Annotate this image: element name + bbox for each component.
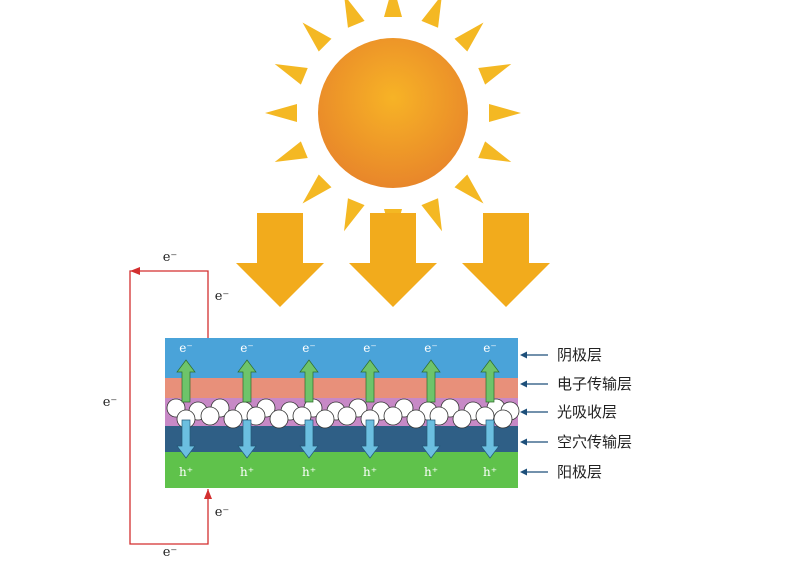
down-arrow-icon bbox=[299, 419, 319, 459]
down-arrow-icon bbox=[480, 419, 500, 459]
hole-label: h⁺ bbox=[424, 465, 438, 479]
down-arrow-icon bbox=[349, 213, 437, 307]
layer-band bbox=[165, 338, 518, 378]
sun-ray bbox=[454, 22, 484, 52]
external-circuit: e⁻ e⁻ e⁻ e⁻ e⁻ bbox=[103, 250, 230, 560]
layer-label: 阳极层 bbox=[557, 463, 602, 481]
sun-ray bbox=[421, 0, 442, 28]
left-arrow-icon bbox=[520, 351, 527, 359]
electron-label: e⁻ bbox=[424, 341, 437, 355]
down-arrow-icon bbox=[421, 419, 441, 459]
carrier-arrows: e⁻ h⁺ e⁻ h⁺ e⁻ h⁺ e⁻ h⁺ e⁻ h⁺ e⁻ h⁺ bbox=[176, 341, 500, 479]
sun-ray bbox=[454, 174, 484, 204]
absorber-particle bbox=[337, 406, 357, 426]
light-arrows bbox=[236, 213, 550, 307]
sun-ray bbox=[421, 198, 442, 232]
hole-label: h⁺ bbox=[302, 465, 316, 479]
electron-label: e⁻ bbox=[240, 341, 253, 355]
circuit-wire bbox=[129, 270, 209, 545]
electron-label: e⁻ bbox=[302, 341, 315, 355]
up-arrow-icon bbox=[237, 359, 257, 403]
sun-ray bbox=[478, 64, 512, 85]
down-arrow-icon bbox=[176, 419, 196, 459]
left-arrow-icon bbox=[520, 438, 527, 446]
layer-label: 空穴传输层 bbox=[557, 433, 632, 451]
electron-label: e⁻ bbox=[483, 341, 496, 355]
circuit-electron-label: e⁻ bbox=[163, 250, 178, 265]
left-arrow-icon bbox=[520, 408, 527, 416]
sun-ray bbox=[478, 141, 512, 162]
left-arrow-icon bbox=[520, 468, 527, 476]
left-arrow-icon bbox=[520, 380, 527, 388]
up-arrow-icon bbox=[421, 359, 441, 403]
absorber-particle bbox=[493, 409, 513, 429]
circuit-electron-label: e⁻ bbox=[215, 505, 230, 520]
down-arrow-icon bbox=[237, 419, 257, 459]
sun-icon bbox=[265, 0, 521, 241]
absorber-particle bbox=[246, 406, 266, 426]
layer-band bbox=[165, 452, 518, 488]
down-arrow-icon bbox=[360, 419, 380, 459]
sun-ray bbox=[344, 198, 365, 232]
up-arrow-icon bbox=[480, 359, 500, 403]
hole-label: h⁺ bbox=[179, 465, 193, 479]
absorber-particle bbox=[452, 409, 472, 429]
up-arrow-icon bbox=[204, 489, 212, 499]
up-arrow-icon bbox=[360, 359, 380, 403]
sun-ray bbox=[265, 104, 297, 122]
layer-label: 电子传输层 bbox=[557, 375, 632, 393]
down-arrow-icon bbox=[462, 213, 550, 307]
layer-band bbox=[165, 426, 518, 452]
sun-ray bbox=[274, 64, 308, 85]
circuit-electron-label: e⁻ bbox=[215, 289, 230, 304]
absorber-particle bbox=[223, 409, 243, 429]
sun-disk bbox=[318, 38, 468, 188]
up-arrow-icon bbox=[176, 359, 196, 403]
hole-label: h⁺ bbox=[240, 465, 254, 479]
electron-label: e⁻ bbox=[363, 341, 376, 355]
sun-ray bbox=[302, 22, 332, 52]
down-arrow-icon bbox=[236, 213, 324, 307]
absorber-particle bbox=[315, 409, 335, 429]
sun-ray bbox=[302, 174, 332, 204]
sun-ray bbox=[489, 104, 521, 122]
layer-label: 光吸收层 bbox=[557, 403, 617, 421]
layer-label: 阴极层 bbox=[557, 346, 602, 364]
absorber-particle bbox=[269, 409, 289, 429]
layer-band bbox=[165, 378, 518, 398]
hole-label: h⁺ bbox=[483, 465, 497, 479]
circuit-electron-label: e⁻ bbox=[163, 545, 178, 560]
absorber-particle bbox=[200, 406, 220, 426]
sun-ray bbox=[384, 0, 402, 17]
up-arrow-icon bbox=[299, 359, 319, 403]
absorber-particle bbox=[383, 406, 403, 426]
sun-ray bbox=[274, 141, 308, 162]
circuit-electron-label: e⁻ bbox=[103, 395, 118, 410]
electron-label: e⁻ bbox=[179, 341, 192, 355]
hole-label: h⁺ bbox=[363, 465, 377, 479]
left-arrow-icon bbox=[130, 267, 140, 275]
absorber-particle bbox=[406, 409, 426, 429]
sun-ray bbox=[344, 0, 365, 28]
